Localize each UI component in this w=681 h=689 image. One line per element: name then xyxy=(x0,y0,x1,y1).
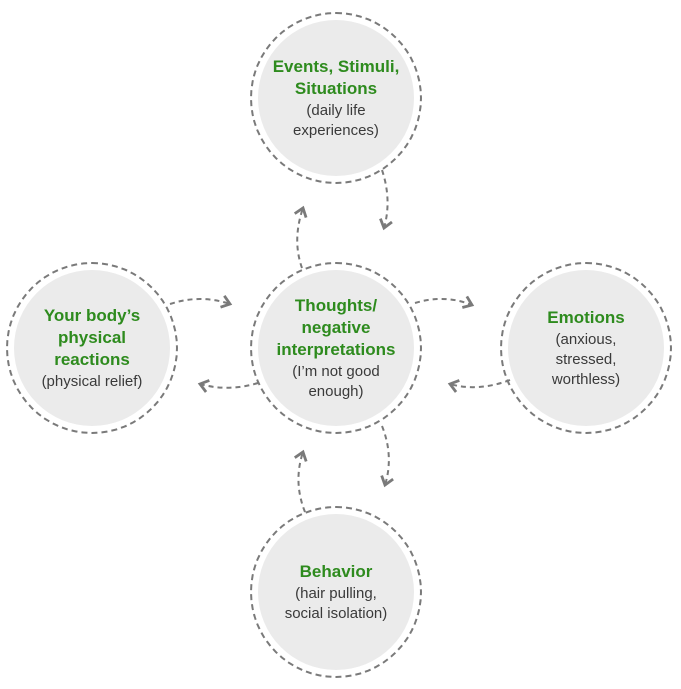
node-disc: Your body’s physical reactions (physical… xyxy=(14,270,170,426)
node-subtitle: (anxious, stressed, worthless) xyxy=(551,330,621,388)
node-disc: Events, Stimuli, Situations (daily life … xyxy=(258,20,414,176)
dashed-ring xyxy=(6,262,178,434)
node-title: Behavior xyxy=(299,561,373,581)
node-title: Your body’s physical reactions xyxy=(43,305,141,369)
dashed-ring xyxy=(250,506,422,678)
dashed-ring xyxy=(500,262,672,434)
node-disc: Behavior (hair pulling, social isolation… xyxy=(258,514,414,670)
arrow-thoughts-to-emotions xyxy=(414,295,475,309)
node-subtitle: (physical relief) xyxy=(41,372,143,390)
node-title: Thoughts/ negative interpretations xyxy=(276,295,396,359)
node-subtitle: (I’m not good enough) xyxy=(292,362,380,400)
node-thoughts: Thoughts/ negative interpretations (I’m … xyxy=(250,262,422,434)
arrow-events-to-thoughts xyxy=(379,169,393,231)
arrow-thoughts-to-behavior xyxy=(380,425,394,488)
node-subtitle: (hair pulling, social isolation) xyxy=(284,584,388,622)
node-title: Events, Stimuli, Situations xyxy=(272,56,400,98)
arrow-emotions-to-thoughts xyxy=(447,379,511,393)
node-behavior: Behavior (hair pulling, social isolation… xyxy=(250,506,422,678)
arrow-behavior-to-thoughts xyxy=(293,449,308,513)
arrow-body-to-thoughts xyxy=(169,294,233,309)
arrow-thoughts-to-body xyxy=(197,379,259,393)
node-disc: Emotions (anxious, stressed, worthless) xyxy=(508,270,664,426)
node-emotions: Emotions (anxious, stressed, worthless) xyxy=(500,262,672,434)
node-disc: Thoughts/ negative interpretations (I’m … xyxy=(258,270,414,426)
dashed-ring xyxy=(250,262,422,434)
arrow-thoughts-to-events xyxy=(293,205,308,269)
node-body: Your body’s physical reactions (physical… xyxy=(6,262,178,434)
node-events: Events, Stimuli, Situations (daily life … xyxy=(250,12,422,184)
dashed-ring xyxy=(250,12,422,184)
node-subtitle: (daily life experiences) xyxy=(293,101,379,139)
node-title: Emotions xyxy=(547,307,625,327)
